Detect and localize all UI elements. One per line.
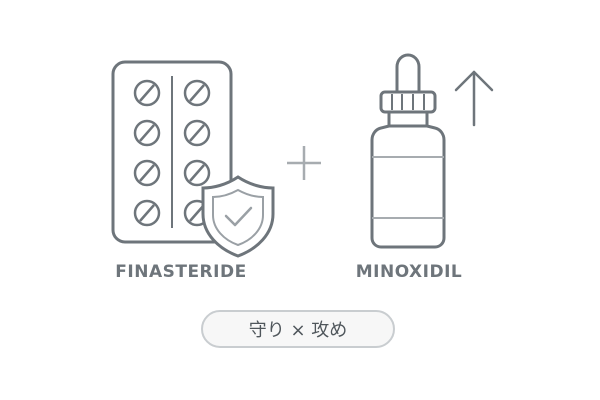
pill-blister-icon	[111, 60, 233, 244]
shield-check-icon	[201, 175, 275, 258]
defense-offense-badge: 守り × 攻め	[201, 310, 395, 348]
finasteride-label: FINASTERIDE	[115, 262, 247, 282]
plus-icon	[287, 146, 321, 180]
dropper-bottle-icon	[370, 53, 446, 249]
arrow-up-icon	[454, 70, 494, 127]
minoxidil-label: MINOXIDIL	[355, 262, 463, 282]
badge-text: 守り × 攻め	[248, 320, 348, 341]
